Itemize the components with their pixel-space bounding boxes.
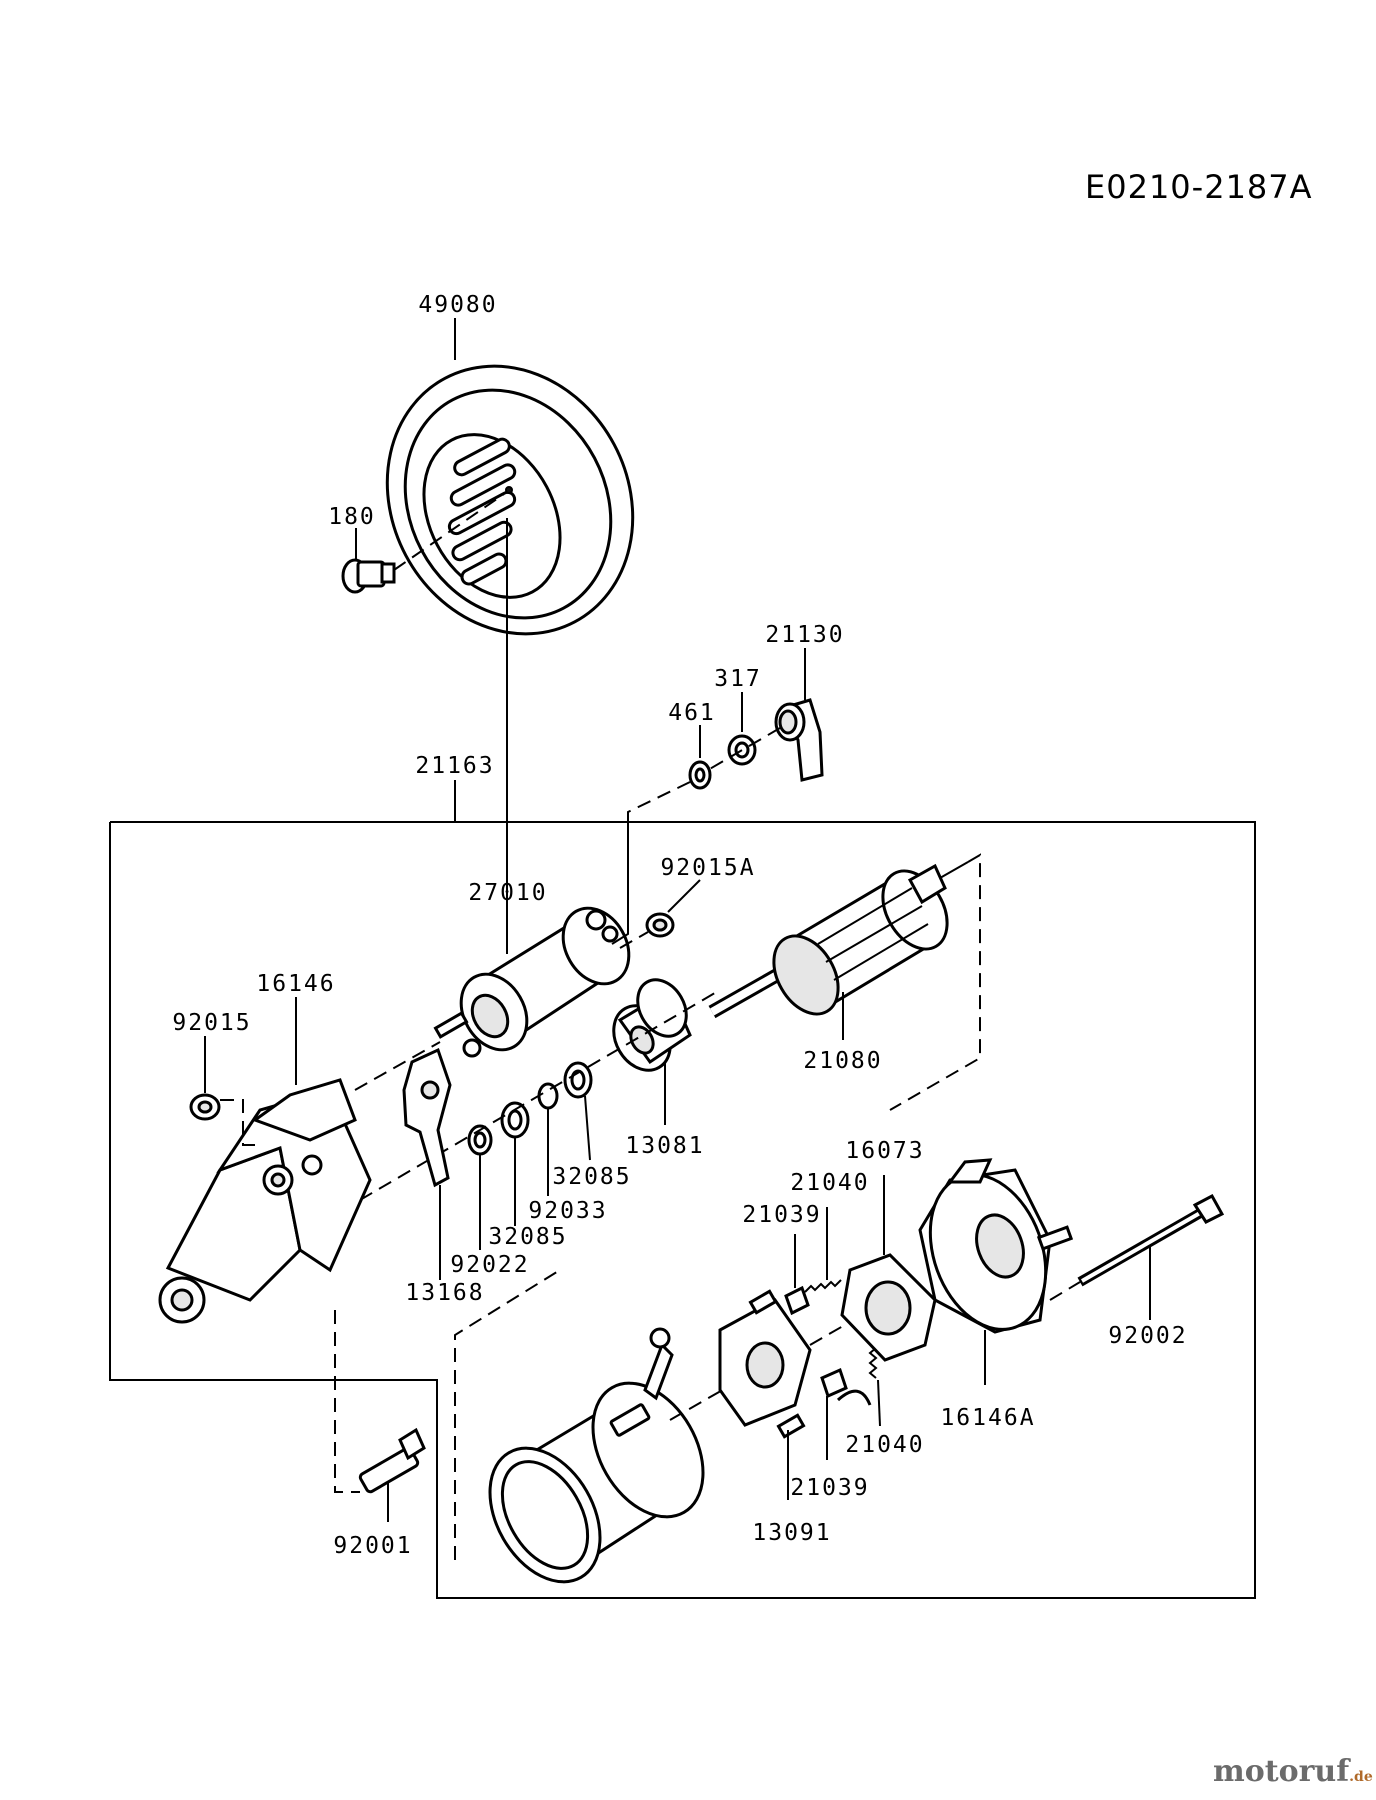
spring-21040-upper bbox=[804, 1279, 842, 1293]
label-32085-lower: 32085 bbox=[488, 1224, 567, 1250]
nut-317 bbox=[727, 734, 757, 766]
leader-21040-lower bbox=[877, 1379, 881, 1427]
label-21040-upper: 21040 bbox=[790, 1170, 869, 1196]
washer-32085-upper bbox=[563, 1061, 593, 1099]
label-49080: 49080 bbox=[418, 292, 497, 318]
label-92015: 92015 bbox=[172, 1010, 251, 1036]
watermark-name: motoruf bbox=[1213, 1754, 1350, 1789]
nut-92015A bbox=[645, 912, 675, 938]
leader-92015A bbox=[667, 879, 701, 913]
label-317: 317 bbox=[714, 666, 762, 692]
washer-32085-lower bbox=[500, 1101, 530, 1139]
label-92033: 92033 bbox=[528, 1198, 607, 1224]
diagram-code: E0210-2187A bbox=[1085, 168, 1313, 206]
label-16146A: 16146A bbox=[940, 1405, 1035, 1431]
label-92015A: 92015A bbox=[660, 855, 755, 881]
pinion-clutch-13081 bbox=[612, 978, 692, 1072]
nut-92015 bbox=[189, 1093, 221, 1121]
bolt-92001 bbox=[358, 1427, 426, 1494]
label-21039-upper: 21039 bbox=[742, 1202, 821, 1228]
plate-16073 bbox=[840, 1253, 937, 1362]
assembly-boundary bbox=[109, 821, 1256, 1599]
housing-16146 bbox=[158, 1078, 372, 1324]
through-bolt-92002 bbox=[1077, 1193, 1225, 1287]
leader-32085-upper bbox=[584, 1095, 591, 1161]
label-13081: 13081 bbox=[625, 1133, 704, 1159]
label-27010: 27010 bbox=[468, 880, 547, 906]
watermark-tld: .de bbox=[1349, 1769, 1373, 1785]
label-461: 461 bbox=[668, 700, 716, 726]
bolt-180 bbox=[341, 558, 396, 594]
label-21130: 21130 bbox=[765, 622, 844, 648]
label-21163: 21163 bbox=[415, 753, 494, 779]
yoke-field-frame bbox=[488, 1327, 705, 1584]
label-92002: 92002 bbox=[1108, 1323, 1187, 1349]
terminal-boot-21130 bbox=[774, 698, 824, 782]
label-92001: 92001 bbox=[333, 1533, 412, 1559]
brush-holder-13091 bbox=[718, 1289, 812, 1439]
label-21080: 21080 bbox=[803, 1048, 882, 1074]
watermark-logo: motoruf.de bbox=[1213, 1754, 1373, 1789]
label-16146: 16146 bbox=[256, 971, 335, 997]
label-21040-lower: 21040 bbox=[845, 1432, 924, 1458]
washer-461 bbox=[688, 760, 712, 790]
label-21039-lower: 21039 bbox=[790, 1475, 869, 1501]
label-180: 180 bbox=[328, 504, 376, 530]
label-13168: 13168 bbox=[405, 1280, 484, 1306]
label-13091: 13091 bbox=[752, 1520, 831, 1546]
brush-21039-upper bbox=[784, 1285, 810, 1316]
armature-21080 bbox=[708, 861, 969, 1019]
rear-cover-16146A bbox=[918, 1158, 1074, 1334]
label-16073: 16073 bbox=[845, 1138, 924, 1164]
lever-13168 bbox=[402, 1047, 452, 1188]
brush-21039-lower bbox=[820, 1367, 848, 1399]
label-92022: 92022 bbox=[450, 1252, 529, 1278]
cover-49080 bbox=[385, 364, 635, 636]
solenoid-27010 bbox=[433, 906, 631, 1058]
label-32085-upper: 32085 bbox=[552, 1164, 631, 1190]
spring-21040-lower bbox=[868, 1347, 878, 1379]
